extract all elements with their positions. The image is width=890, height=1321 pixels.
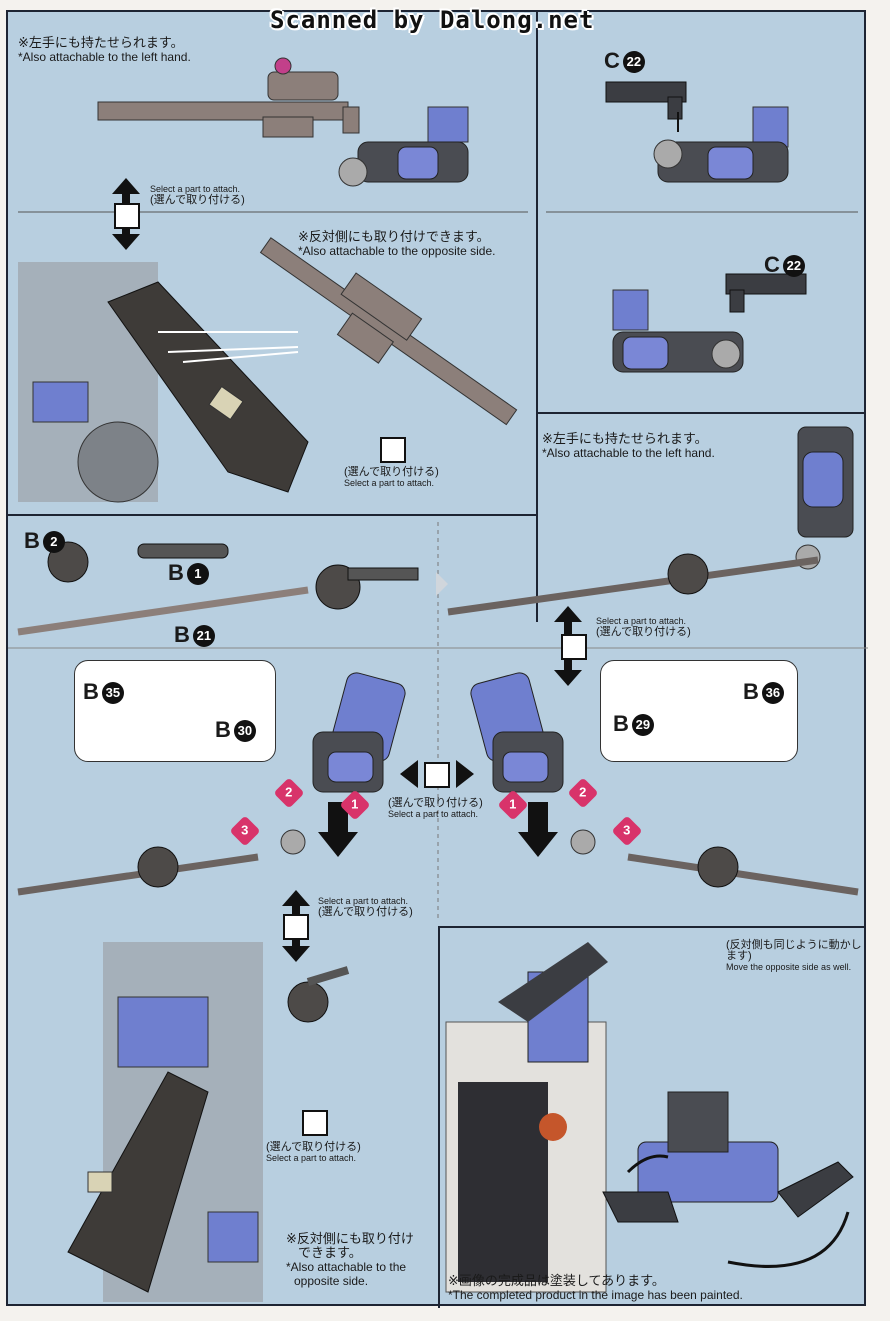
select-part-icon [424,762,450,788]
select-part-icon [302,1110,328,1136]
select-part-icon [380,437,406,463]
pistol-mid-right [725,273,807,313]
panel-bottom-right [438,926,866,1308]
note-left-hand-right: ※左手にも持たせられます。 *Also attachable to the le… [542,431,715,461]
forearm-top-right [653,106,789,183]
leg-rotation-detail [602,1091,854,1268]
note-opposite-side-top: ※反対側にも取り付けできます。 *Also attachable to the … [298,229,496,259]
mech-shield-bottom [67,942,350,1302]
note-select-right-arrow: Select a part to attach. (選んで取り付ける) [596,616,691,638]
panel-top-left [6,10,538,516]
select-part-icon [114,203,140,229]
note-select-lower: Select a part to attach. (選んで取り付ける) [318,896,413,918]
arm-holding-staff [447,426,854,616]
rifle-middle [259,237,518,426]
instruction-page: ※左手にも持たせられます。 *Also attachable to the le… [6,10,868,1308]
assembly-illustrations [8,57,868,1302]
forearm-top [338,106,469,187]
note-select-bottom-left: (選んで取り付ける) Select a part to attach. [266,1141,361,1164]
note-move-opposite: (反対側も同じように動かします) Move the opposite side … [726,939,862,973]
note-select-center: (選んで取り付ける) Select a part to attach. [388,797,483,820]
pistol-top-right [605,81,687,132]
completed-product-photo [445,942,608,1293]
staff-assembly [17,541,448,636]
note-painted: ※画像の完成品は塗装してあります。 *The completed product… [448,1273,743,1303]
note-select-mid-gun: (選んで取り付ける) Select a part to attach. [344,466,439,489]
select-part-icon [561,634,587,660]
select-part-icon [283,914,309,940]
mech-shield-top [18,262,309,503]
rifle-top [97,57,360,138]
panel-right-middle [536,412,866,622]
note-left-hand-top: ※左手にも持たせられます。 *Also attachable to the le… [18,35,191,65]
note-opposite-side-bottom: ※反対側にも取り付け できます。 *Also attachable to the… [286,1231,414,1289]
arm-right-swap [470,672,859,896]
watermark-text: Scanned by Dalong.net [270,6,595,34]
arm-left-swap [17,672,406,896]
forearm-mid-right [612,289,744,373]
note-select-top: Select a part to attach. (選んで取り付ける) [150,184,245,206]
double-arrow-horizontal [400,760,474,788]
